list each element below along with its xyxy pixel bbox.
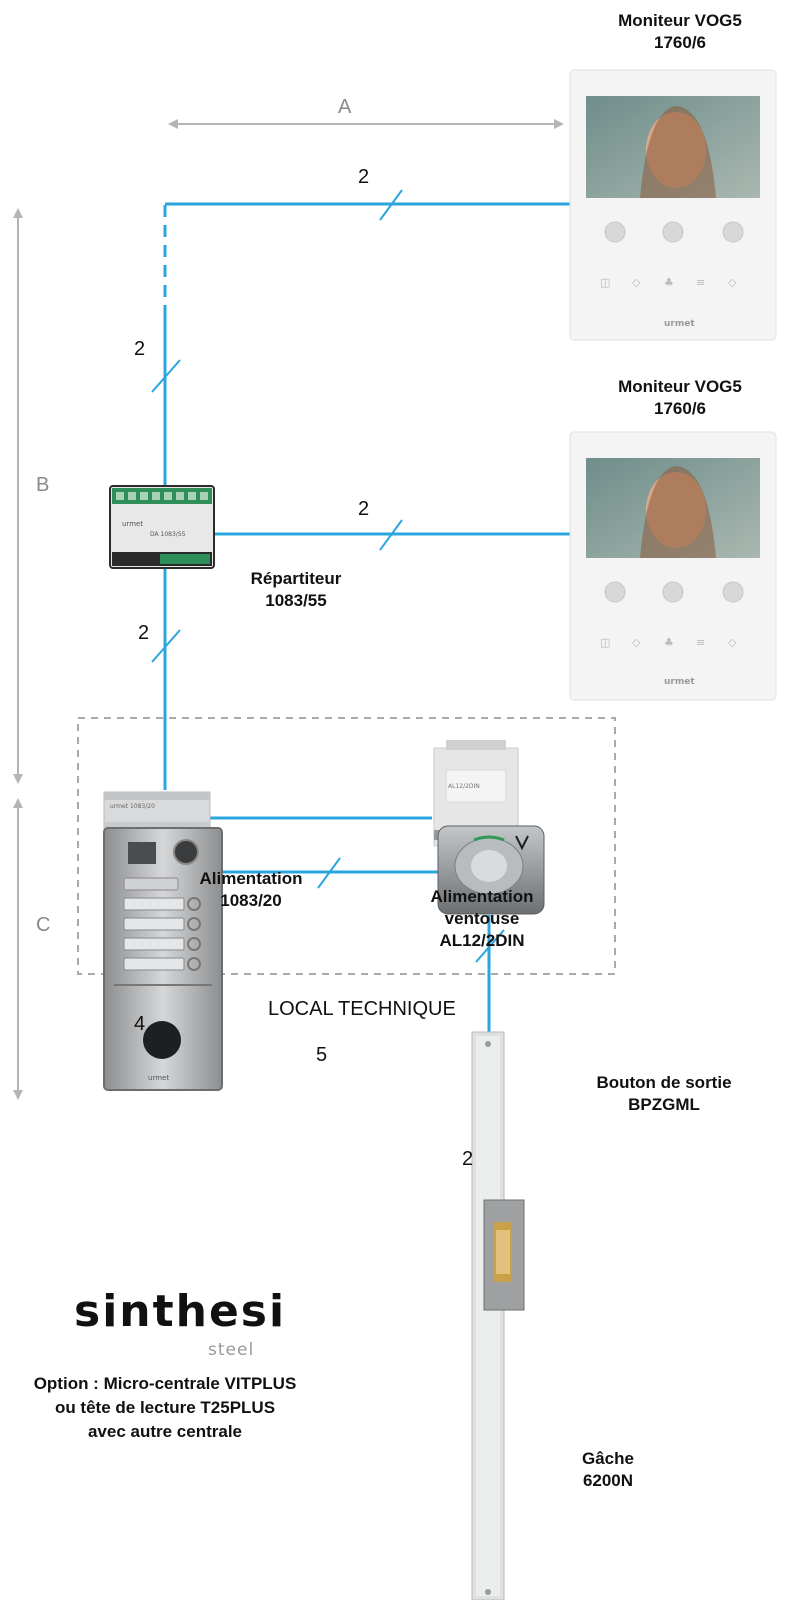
svg-text:≡: ≡: [696, 276, 705, 289]
svg-text:urmet: urmet: [122, 520, 143, 528]
door-panel-device: urmet: [103, 827, 223, 1091]
svg-text:♣: ♣: [664, 636, 674, 649]
brand-logo-sub: steel: [208, 1340, 255, 1360]
wire-count-to-monitor-top: 2: [358, 166, 370, 188]
wire-count-riser-upper: 2: [134, 338, 146, 360]
wire-count-to-panel: 4: [134, 1013, 146, 1035]
exit-button-device: [437, 825, 545, 915]
label-monitor-top-line2: 1760/6: [654, 33, 706, 52]
svg-text:AL12/2DIN: AL12/2DIN: [448, 783, 480, 790]
tick-to-exit-button: [317, 857, 341, 889]
svg-text:◫: ◫: [600, 276, 610, 289]
label-power-supply-line1: Alimentation: [199, 869, 303, 888]
label-lock-power-supply: Alimentation ventouse AL12/2DIN: [414, 886, 550, 952]
svg-text:◫: ◫: [600, 636, 610, 649]
label-lock-power-supply-line1: Alimentation: [430, 887, 534, 906]
label-exit-button-line1: Bouton de sortie: [596, 1073, 732, 1092]
label-distributor-line1: Répartiteur: [250, 569, 342, 588]
monitor-bottom-device: ◫ ◇ ♣ ≡ ◇ urmet: [569, 431, 777, 701]
label-power-supply: Alimentation 1083/20: [186, 868, 316, 912]
label-strike: Gâche 6200N: [548, 1448, 668, 1492]
svg-text:urmet: urmet: [664, 677, 695, 687]
label-monitor-bottom: Moniteur VOG5 1760/6: [590, 376, 770, 420]
wire-count-to-exit-button: 5: [316, 1044, 328, 1066]
svg-text:◇: ◇: [632, 636, 641, 649]
wire-count-to-monitor-bottom: 2: [358, 498, 370, 520]
svg-text:◇: ◇: [728, 276, 737, 289]
label-lock-power-supply-line3: AL12/2DIN: [439, 931, 525, 950]
dimension-arrows: [13, 119, 564, 1100]
label-power-supply-line2: 1083/20: [220, 891, 282, 910]
label-monitor-bottom-line2: 1760/6: [654, 399, 706, 418]
label-monitor-top-line1: Moniteur VOG5: [618, 11, 742, 30]
tick-riser-lower: [151, 629, 181, 663]
cables: [163, 202, 570, 1085]
label-distributor-line2: 1083/55: [265, 591, 327, 610]
option-caption-line1: Option : Micro-centrale VITPLUS: [33, 1374, 297, 1393]
strike-device: [471, 1031, 525, 1600]
brand-logo: sinthesi: [74, 1286, 287, 1337]
distance-b-label: B: [36, 474, 50, 496]
distributor-device: urmet DA 1083/55: [109, 485, 215, 569]
svg-text:urmet: urmet: [148, 1074, 169, 1082]
label-monitor-bottom-line1: Moniteur VOG5: [618, 377, 742, 396]
label-lock-power-supply-line2: ventouse: [444, 909, 520, 928]
svg-text:≡: ≡: [696, 636, 705, 649]
label-monitor-top: Moniteur VOG5 1760/6: [590, 10, 770, 54]
tick-to-monitor-top: [379, 189, 403, 221]
svg-text:urmet 1083/20: urmet 1083/20: [110, 803, 155, 810]
svg-text:DA 1083/55: DA 1083/55: [150, 531, 186, 538]
technical-room-label: LOCAL TECHNIQUE: [268, 998, 456, 1020]
option-caption: Option : Micro-centrale VITPLUS ou tête …: [0, 1372, 330, 1444]
distance-c-label: C: [36, 914, 51, 936]
svg-text:◇: ◇: [632, 276, 641, 289]
wire-count-riser-lower: 2: [138, 622, 150, 644]
tick-riser-upper: [151, 359, 181, 393]
label-distributor: Répartiteur 1083/55: [236, 568, 356, 612]
label-strike-line2: 6200N: [582, 1471, 634, 1490]
monitor-top-device: ◫ ◇ ♣ ≡ ◇ urmet: [569, 69, 777, 341]
technical-room-box: [77, 717, 616, 975]
svg-text:♣: ♣: [664, 276, 674, 289]
tick-to-strike: [475, 929, 505, 963]
wire-ticks: [151, 189, 505, 963]
label-exit-button-line2: BPZGML: [628, 1095, 700, 1114]
option-caption-line2: ou tête de lecture T25PLUS: [54, 1398, 276, 1417]
svg-text:urmet: urmet: [664, 319, 695, 329]
label-exit-button: Bouton de sortie BPZGML: [574, 1072, 754, 1116]
wire-count-to-strike: 2: [462, 1148, 474, 1170]
option-caption-line3: avec autre centrale: [87, 1422, 243, 1441]
label-strike-line1: Gâche: [582, 1449, 634, 1468]
distance-a-label: A: [338, 96, 352, 118]
tick-to-monitor-bottom: [379, 519, 403, 551]
svg-text:◇: ◇: [728, 636, 737, 649]
